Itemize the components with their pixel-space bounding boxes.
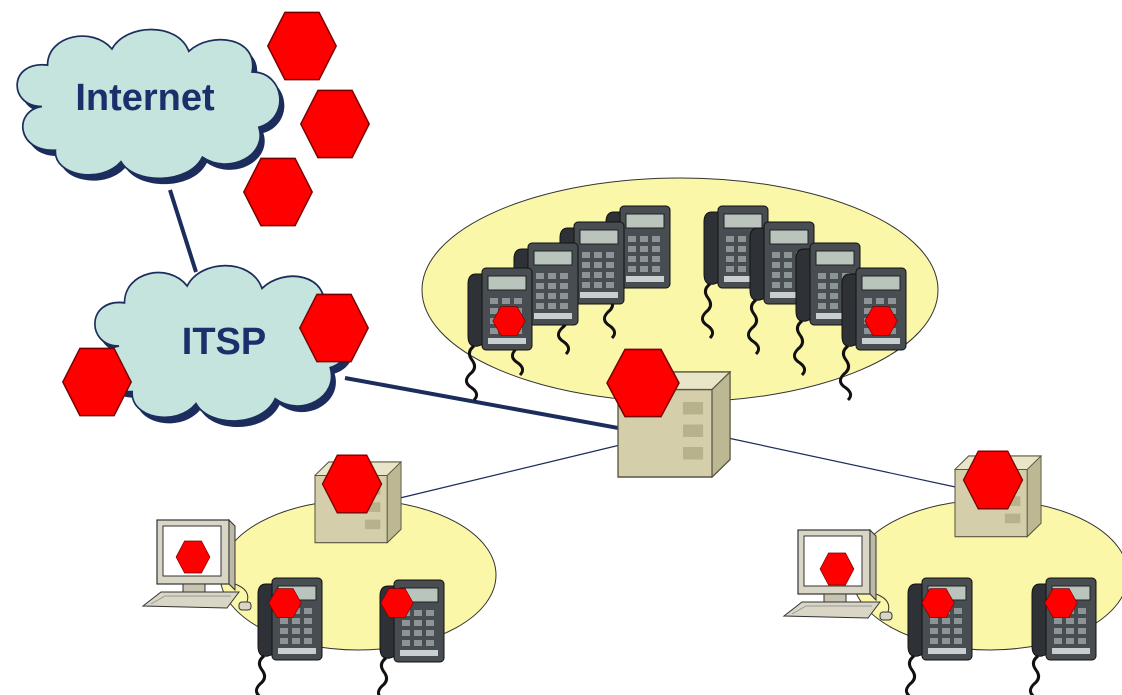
hexagon-threat-icon: [267, 11, 337, 81]
hexagon-threat-icon: [300, 89, 370, 159]
itsp-main-server-link: [344, 376, 641, 434]
hexagon-threat-icon: [243, 157, 313, 227]
ip-phone-icon: [464, 266, 534, 402]
internet-itsp-link: [168, 189, 198, 273]
main-branch-left-link: [399, 444, 621, 499]
main-branch-right-link: [727, 437, 961, 489]
itsp-label: ITSP: [182, 321, 266, 363]
internet-label: Internet: [75, 77, 215, 119]
